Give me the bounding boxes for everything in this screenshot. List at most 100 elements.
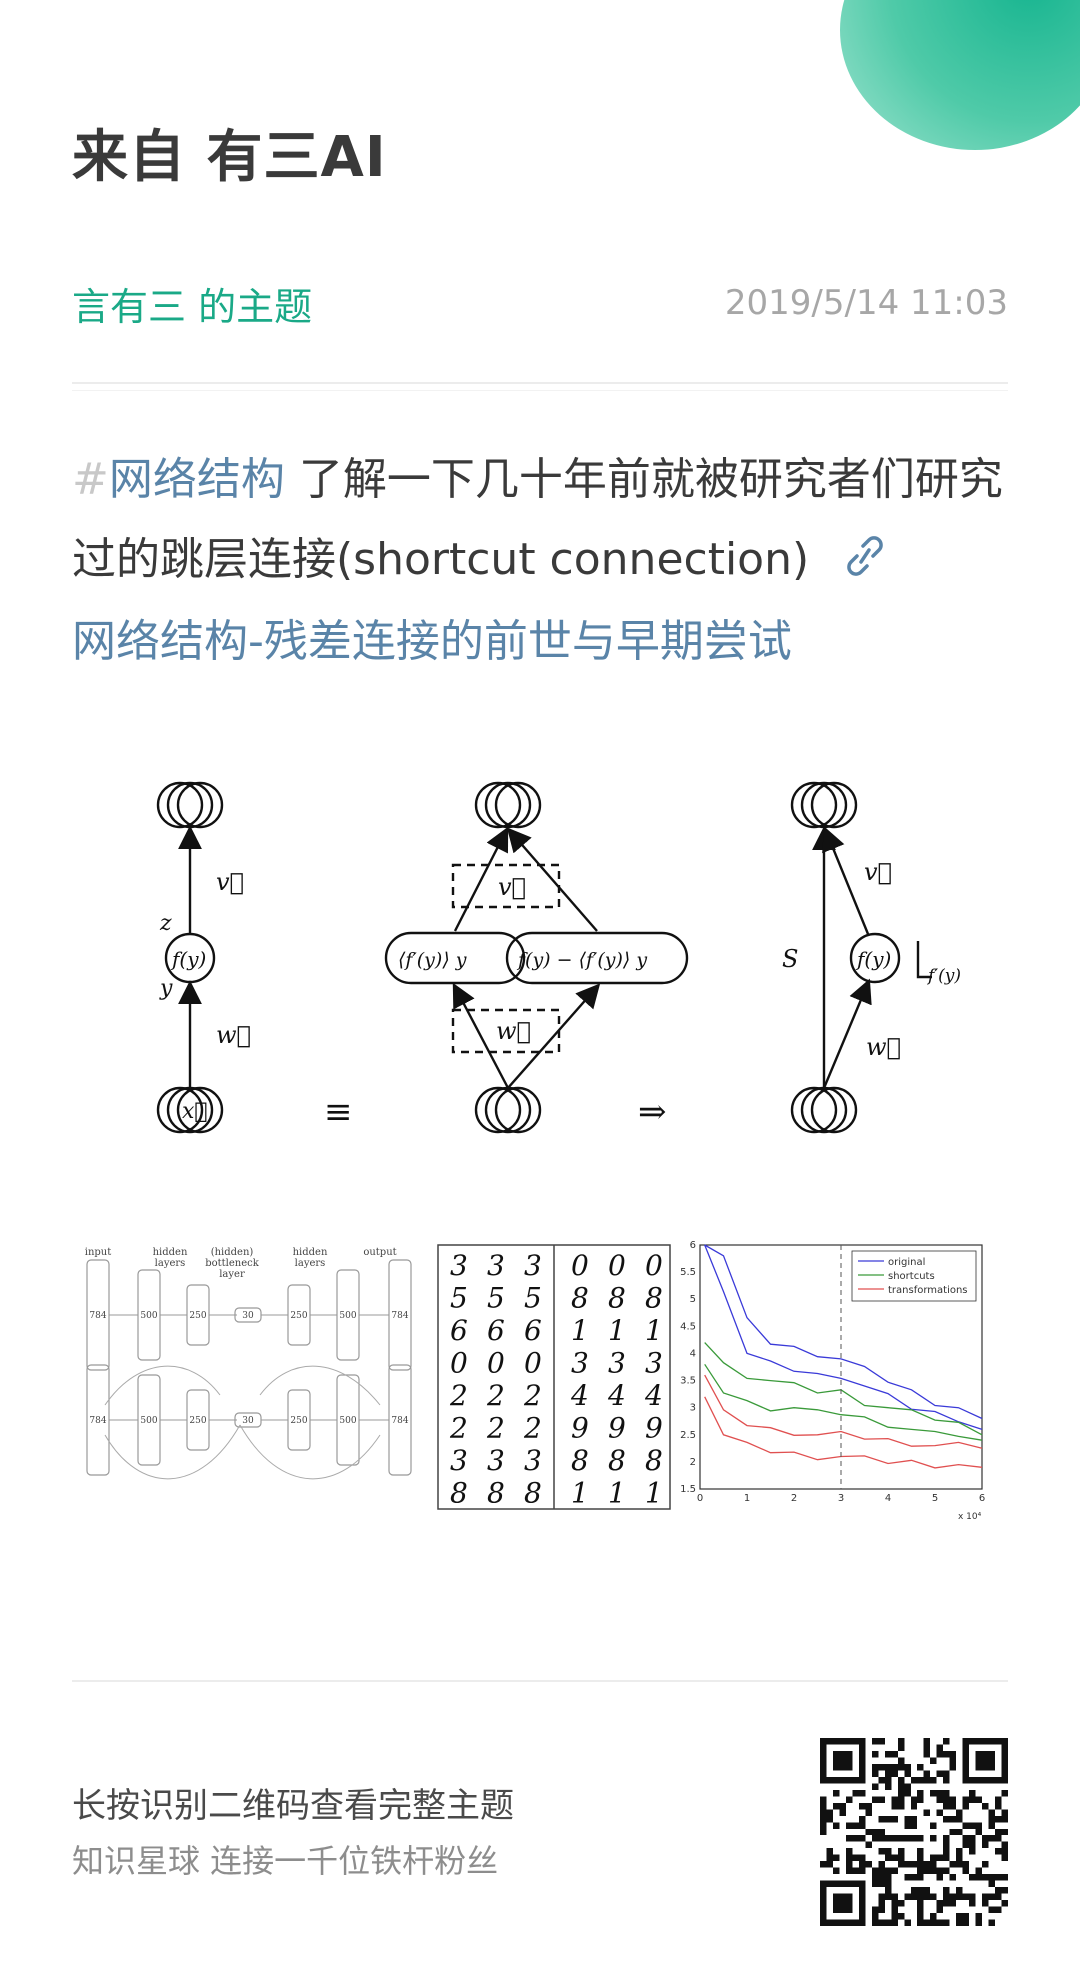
qr-module <box>897 1757 905 1764</box>
qr-module <box>936 1744 944 1751</box>
ae-layer-size: 250 <box>189 1416 206 1426</box>
ae-header-4: output <box>363 1247 396 1258</box>
qr-module <box>936 1900 944 1907</box>
author-topic-link[interactable]: 言有三 的主题 <box>72 284 313 329</box>
qr-module <box>969 1874 976 1881</box>
qr-module <box>884 1874 892 1881</box>
qr-module <box>891 1815 898 1823</box>
qr-module <box>943 1854 950 1862</box>
digit-cell: 1 <box>645 1314 663 1347</box>
digit-cell: 3 <box>487 1444 505 1477</box>
qr-module <box>871 1770 879 1777</box>
qr-module <box>1001 1841 1008 1849</box>
qr-module <box>943 1750 950 1758</box>
header-divider <box>72 382 1008 384</box>
qr-module <box>897 1900 905 1907</box>
y-tick-label: 4.5 <box>680 1321 696 1332</box>
qr-module <box>904 1822 911 1829</box>
qr-module <box>923 1861 931 1868</box>
digit-cell: 1 <box>571 1477 589 1510</box>
qr-module <box>871 1906 879 1914</box>
qr-module <box>949 1763 957 1771</box>
qr-module <box>904 1919 911 1926</box>
left-x-label: x⃗ <box>182 1099 208 1124</box>
qr-module <box>917 1796 924 1803</box>
qr-module <box>943 1835 950 1842</box>
qr-module <box>995 1828 1002 1836</box>
qr-module <box>936 1867 944 1875</box>
digit-cell: 0 <box>645 1249 663 1282</box>
middle-left-pill-label: ⟨f′(y)⟩ y <box>398 949 467 971</box>
qr-module <box>923 1750 931 1758</box>
qr-module <box>949 1828 957 1836</box>
link-icon[interactable] <box>843 522 887 602</box>
chart-legend: original shortcuts transformations <box>851 1250 977 1302</box>
qr-module <box>878 1874 885 1881</box>
qr-module <box>962 1796 970 1803</box>
qr-module <box>897 1835 905 1842</box>
digit-cell: 2 <box>523 1379 542 1412</box>
left-v-label: v⃗ <box>216 868 244 896</box>
qr-module <box>891 1750 898 1758</box>
qr-module <box>943 1919 950 1926</box>
qr-module <box>904 1789 911 1797</box>
qr-module <box>917 1887 924 1894</box>
qr-module <box>969 1789 976 1797</box>
qr-module <box>923 1744 931 1751</box>
post-body: #网络结构 了解一下几十年前就被研究者们研究过的跳层连接(shortcut co… <box>72 440 1008 682</box>
hash-symbol: # <box>72 454 109 505</box>
qr-module <box>956 1828 963 1836</box>
qr-module <box>995 1802 1002 1810</box>
digit-cell: 9 <box>608 1412 626 1445</box>
qr-module <box>858 1861 866 1868</box>
qr-module <box>826 1809 833 1816</box>
article-link[interactable]: 网络结构-残差连接的前世与早期尝试 <box>72 616 792 667</box>
digit-cell: 0 <box>608 1249 626 1282</box>
qr-module <box>826 1854 833 1862</box>
qr-module <box>871 1835 879 1842</box>
qr-module <box>923 1809 931 1816</box>
qr-module <box>820 1822 827 1829</box>
qr-module <box>956 1815 963 1823</box>
digit-cell: 8 <box>571 1282 589 1315</box>
topic-tag[interactable]: 网络结构 <box>108 454 285 505</box>
equiv-symbol: ≡ <box>324 1092 353 1132</box>
qr-module <box>995 1835 1002 1842</box>
qr-module <box>917 1835 924 1842</box>
qr-module <box>962 1919 970 1926</box>
qr-module <box>917 1789 924 1797</box>
x-tick-label: 6 <box>979 1493 985 1504</box>
ae-layer-size: 500 <box>140 1416 157 1426</box>
qr-module <box>956 1887 963 1894</box>
y-tick-label: 4 <box>690 1348 696 1359</box>
series-line-original <box>704 1244 983 1420</box>
qr-module <box>930 1854 937 1862</box>
left-z-label: z <box>159 911 172 936</box>
qr-module <box>891 1919 898 1926</box>
qr-module <box>982 1861 989 1868</box>
qr-module <box>969 1796 976 1803</box>
shortcut-network-diagram: v⃗ z f(y) y w⃗ x⃗ ≡ v⃗ ⟨f′(y)⟩ y f(y) − … <box>156 781 961 1134</box>
qr-module <box>871 1867 879 1875</box>
qr-module <box>917 1906 924 1914</box>
left-node-label: f(y) <box>170 947 206 971</box>
qr-module <box>943 1900 950 1907</box>
qr-module <box>865 1809 872 1816</box>
header-divider-shadow <box>72 390 1008 391</box>
digit-cell: 0 <box>450 1347 468 1380</box>
qr-module <box>936 1770 944 1777</box>
qr-finder-core <box>832 1750 853 1771</box>
qr-module <box>858 1854 866 1862</box>
qr-module <box>878 1848 885 1855</box>
qr-code[interactable] <box>820 1738 1008 1926</box>
digit-cell: 5 <box>487 1282 505 1315</box>
ae-layer-size: 784 <box>391 1311 408 1321</box>
qr-module <box>943 1776 950 1784</box>
qr-module <box>988 1880 996 1888</box>
ae-layer-size: 30 <box>242 1311 254 1321</box>
qr-module <box>949 1893 957 1901</box>
ae-header-2: (hidden) <box>211 1247 254 1258</box>
digit-cell: 2 <box>486 1412 505 1445</box>
digit-cell: 2 <box>486 1379 505 1412</box>
